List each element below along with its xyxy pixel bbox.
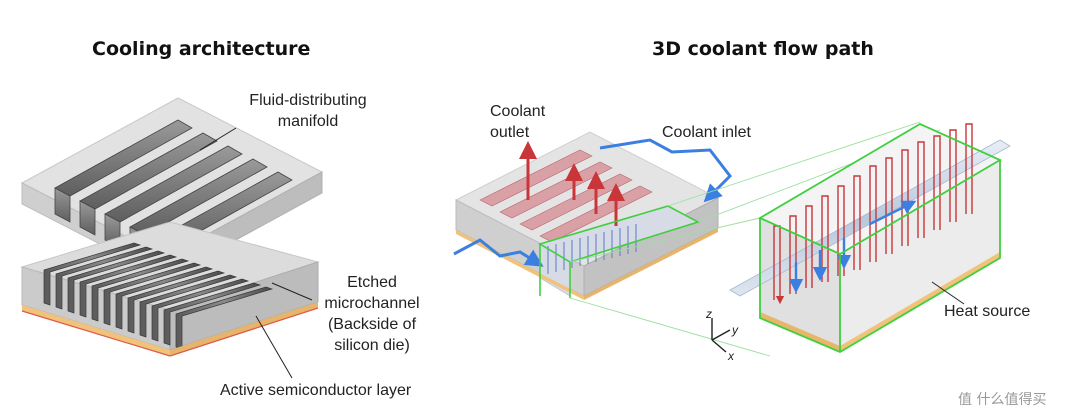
zoom-box [729,122,1011,354]
etched-microchannel-block [20,221,320,357]
manifold-bars [54,119,293,271]
microchannel-label-line3: (Backside of [327,316,417,333]
heat-source-leader-line [931,281,965,305]
axis-y-label: y [731,323,739,337]
coolant-outlet-label: Coolant outlet [490,101,545,143]
left-panel-title: Cooling architecture [92,38,311,60]
heat-exchange-loops [773,123,973,305]
watermark: 值 什么值得买 [958,392,1047,408]
coolant-inlet-label: Coolant inlet [662,124,751,141]
active-layer-leader-line [255,315,293,379]
coolant-outlet-line2: outlet [490,124,530,141]
microchannel-label: Etched microchannel (Backside of silicon… [312,272,432,356]
microchannel-leader-line [271,282,313,301]
cutaway-block [454,131,720,300]
inlet-arrows [453,138,732,267]
microchannel-fins [43,242,274,350]
axes-indicator [711,318,731,353]
manifold-label-line1: Fluid-distributing [249,92,367,109]
heat-source-label: Heat source [944,303,1031,320]
coolant-flow-diagram: z y x [453,121,1011,363]
microchannel-label-line4: silicon die) [334,337,410,354]
microchannel-loops [547,224,637,274]
microchannel-label-line1: Etched [347,274,397,291]
axis-x-label: x [727,349,735,363]
coolant-outlet-line1: Coolant [490,103,546,120]
cooling-architecture-diagram [20,97,324,379]
outlet-arrows [519,141,625,226]
axis-z-label: z [705,307,712,321]
inflow-arrows [788,200,917,294]
manifold-label-line2: manifold [277,113,339,130]
microchannel-label-line2: microchannel [324,295,420,312]
manifold-label: Fluid-distributing manifold [238,90,378,132]
manifold-leader-line [199,127,237,151]
right-panel-title: 3D coolant flow path [652,38,874,60]
active-layer-label: Active semiconductor layer [220,382,412,399]
active-semiconductor-layer [21,302,319,357]
